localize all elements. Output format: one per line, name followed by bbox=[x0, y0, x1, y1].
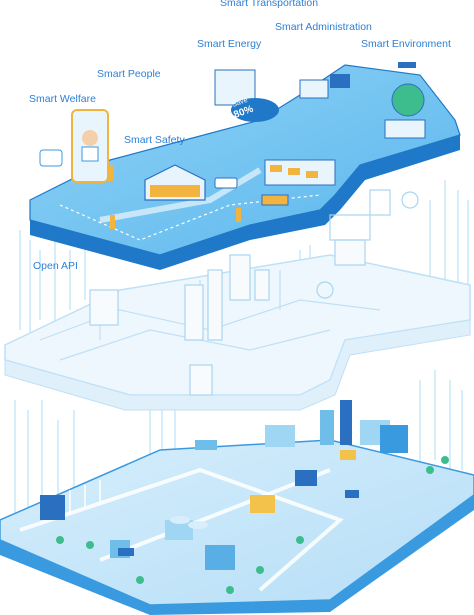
label-smart-energy: Smart Energy bbox=[197, 38, 262, 50]
top-layer-smart-services bbox=[29, 62, 461, 270]
label-smart-safety: Smart Safety bbox=[124, 134, 185, 146]
label-open-api: Open API bbox=[33, 260, 78, 272]
label-smart-welfare: Smart Welfare bbox=[29, 93, 96, 105]
label-smart-administration: Smart Administration bbox=[275, 21, 372, 33]
bottom-layer-physical-city bbox=[0, 400, 474, 615]
label-smart-transportation: Smart Transportation bbox=[220, 0, 319, 9]
label-smart-people: Smart People bbox=[97, 68, 161, 80]
middle-layer-open-api bbox=[4, 239, 471, 411]
label-smart-environment: Smart Environment bbox=[361, 38, 451, 50]
tech-outline-icons bbox=[329, 189, 419, 241]
